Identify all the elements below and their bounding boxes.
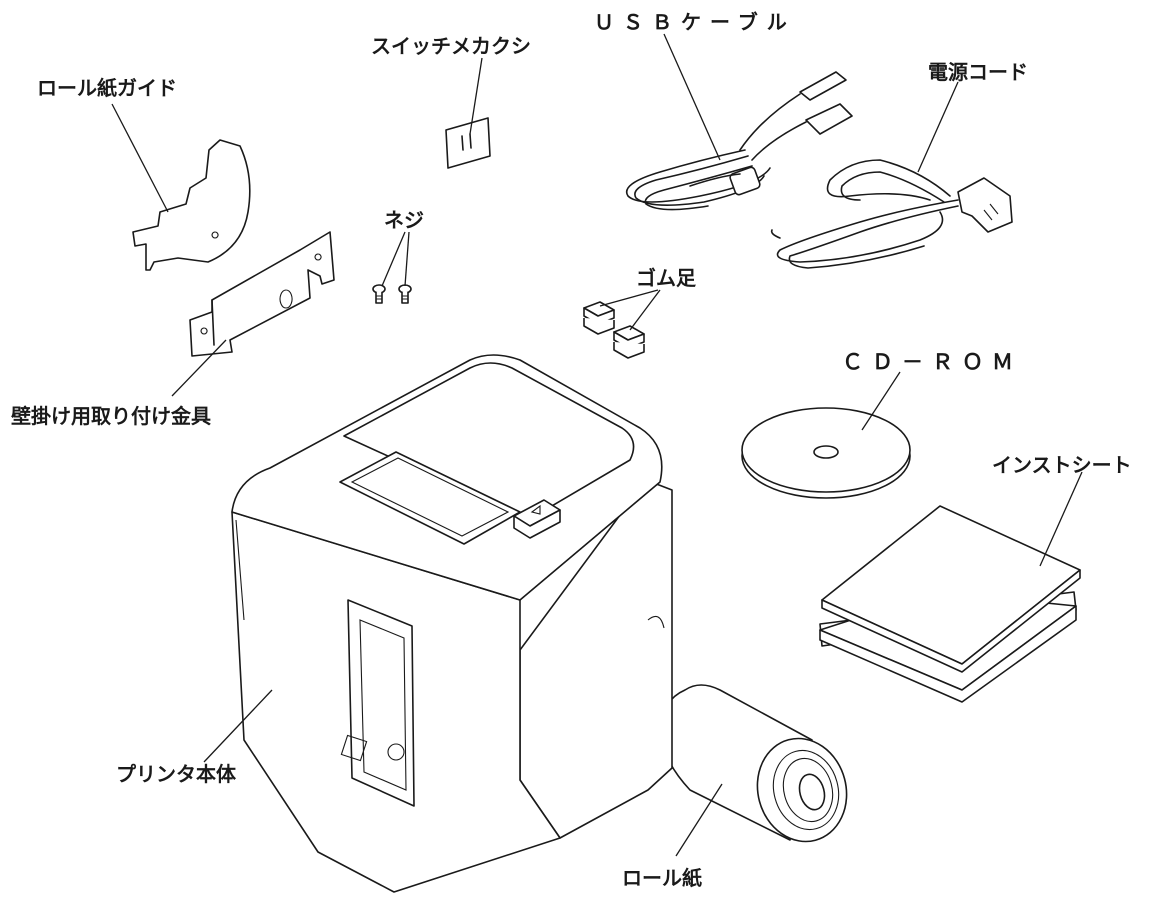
roll-paper-drawing: [659, 684, 848, 843]
leader-screw-2: [404, 231, 410, 287]
leader-switch-cover: [469, 57, 483, 135]
leader-lines: [111, 33, 1083, 857]
wall-bracket-drawing: [189, 231, 335, 357]
roll-paper-guide-drawing: [132, 139, 251, 271]
leader-printer-body: [203, 689, 273, 763]
switch-cover-drawing: [445, 117, 491, 169]
leader-usb-cable: [663, 33, 721, 161]
install-sheet-drawing: [819, 505, 1081, 703]
label-install-sheet: インストシート: [992, 453, 1132, 477]
leader-roll-paper-guide: [111, 103, 169, 213]
leader-wall-bracket: [171, 339, 227, 397]
leader-install-sheet: [1039, 471, 1083, 567]
leader-cd-rom: [861, 371, 901, 431]
label-printer-body: プリンタ本体: [116, 762, 236, 786]
usb-cable-drawing: [625, 71, 853, 211]
label-power-cord: 電源コード: [928, 60, 1028, 84]
leader-screw-1: [381, 231, 406, 287]
label-roll-paper-guide: ロール紙ガイド: [37, 76, 177, 100]
power-cord-drawing: [770, 159, 1013, 269]
leader-rubber-feet-2: [629, 289, 661, 331]
label-wall-bracket: 壁掛け用取り付け金具: [11, 404, 211, 428]
leader-roll-paper: [675, 783, 723, 857]
label-rubber-feet: ゴム足: [636, 266, 696, 290]
label-roll-paper: ロール紙: [622, 866, 702, 890]
label-switch-cover: スイッチメカクシ: [371, 34, 531, 58]
label-screws: ネジ: [384, 208, 424, 232]
printer-body-drawing: [231, 354, 673, 893]
label-usb-cable: ＵＳＢケーブル: [594, 10, 796, 34]
label-cd-rom: ＣＤ－ＲＯＭ: [842, 350, 1022, 374]
screws-drawing: [372, 284, 412, 304]
rubber-feet-drawing: [583, 301, 645, 359]
leader-rubber-feet-1: [599, 289, 659, 307]
leader-power-cord: [917, 81, 959, 173]
cd-rom-drawing: [741, 407, 911, 499]
